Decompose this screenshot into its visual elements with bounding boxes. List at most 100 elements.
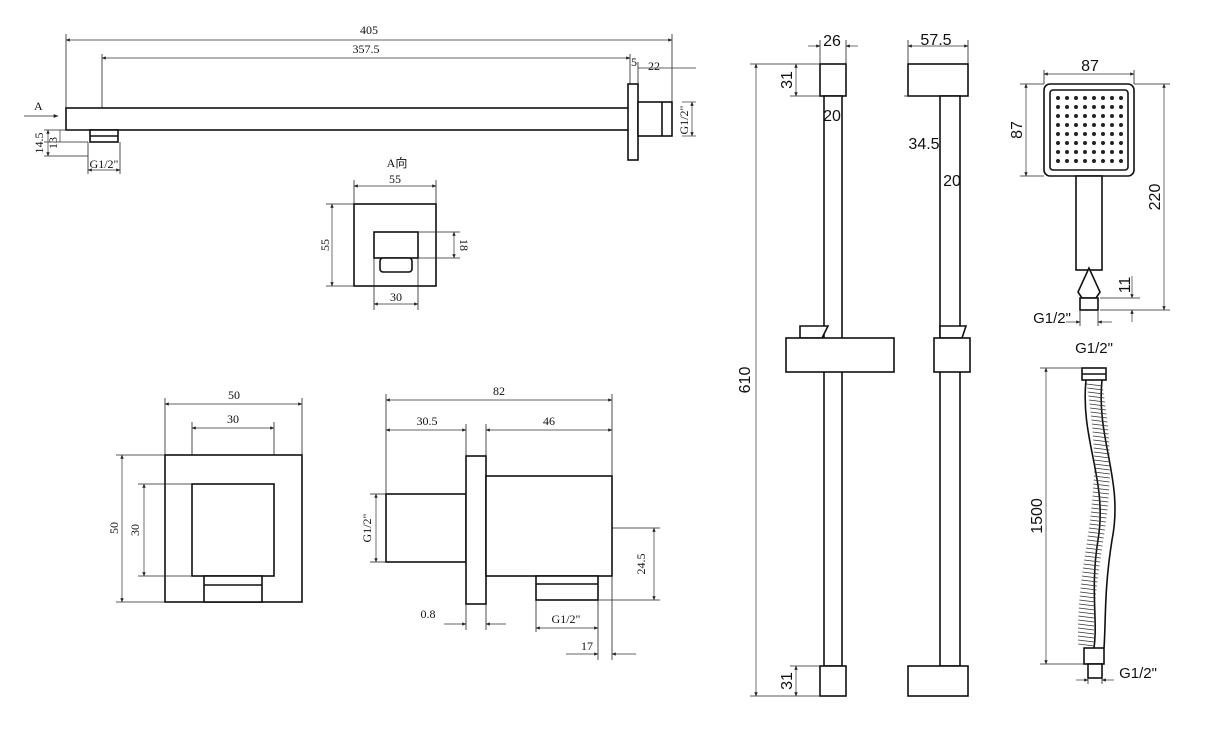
spray-nozzle: [1074, 96, 1078, 100]
front-inner-height-label: 30: [128, 524, 142, 536]
spray-nozzle: [1056, 132, 1060, 136]
spray-nozzle: [1092, 114, 1096, 118]
hose-coil: [1091, 503, 1108, 507]
hand-shower-length-label: 220: [1147, 184, 1164, 211]
hose-coil: [1085, 551, 1102, 555]
spray-nozzles: [1056, 96, 1123, 163]
hose-coil: [1092, 499, 1109, 503]
rail-top-cap: [819, 63, 847, 97]
hose-coil: [1090, 411, 1107, 415]
spray-nozzle: [1101, 105, 1105, 109]
hose-coil: [1078, 639, 1095, 643]
hose-coil: [1079, 599, 1096, 603]
hose-coil: [1084, 555, 1101, 559]
spray-nozzle: [1101, 150, 1105, 154]
hose-coil: [1086, 383, 1103, 387]
spray-nozzle: [1056, 141, 1060, 145]
side-outlet-height-label: 24.5: [634, 554, 648, 575]
hose-coil: [1088, 531, 1105, 535]
hose-coil: [1080, 591, 1097, 595]
hose-thread-top-label: G1/2": [1075, 340, 1113, 357]
spray-nozzle: [1074, 114, 1078, 118]
hose-coil: [1093, 455, 1110, 459]
spray-nozzle: [1065, 141, 1069, 145]
hand-shower-thread-label: G1/2": [1033, 310, 1071, 327]
hose-coil: [1081, 579, 1098, 583]
hose-coil: [1092, 495, 1109, 499]
spray-nozzle: [1119, 105, 1123, 109]
arm-wall-flange: [627, 83, 639, 161]
side-wall-plate: [465, 455, 487, 605]
hose-bottom-fitting: [1083, 647, 1105, 665]
rail-front-drawing: 26 20 610 31 31: [737, 33, 895, 697]
hose-coil: [1083, 563, 1100, 567]
side-thread-left-label: G1/2": [360, 513, 374, 542]
hose-coil: [1087, 387, 1104, 391]
hose-coil: [1087, 539, 1104, 543]
hand-shower-tip-label: 11: [1117, 277, 1134, 294]
hose-coil: [1090, 415, 1108, 419]
arm-thread-bottom-label: G1/2": [90, 157, 119, 171]
side-outlet-offset-label: 17: [581, 639, 593, 653]
hose-coil: [1091, 507, 1108, 511]
wall-outlet-front-drawing: 50 30 50 30: [107, 388, 303, 603]
spray-nozzle: [1074, 150, 1078, 154]
hose-coil: [1077, 631, 1095, 635]
spray-nozzle: [1092, 132, 1096, 136]
hose-coil: [1078, 615, 1095, 619]
front-inner-width-label: 30: [227, 412, 239, 426]
rail-width-label: 26: [823, 33, 841, 50]
hose-length-label: 1500: [1029, 498, 1046, 534]
hose-coil: [1082, 567, 1100, 571]
hose-coil: [1088, 399, 1105, 403]
hose-coil: [1091, 419, 1108, 423]
side-plate-label: 0.8: [421, 607, 436, 621]
spray-nozzle: [1110, 123, 1114, 127]
arm-flange-depth-label: 22: [648, 59, 660, 73]
spray-nozzle: [1101, 123, 1105, 127]
rail-length-label: 610: [737, 367, 754, 394]
spray-nozzle: [1083, 123, 1087, 127]
rail-rod-label: 20: [823, 108, 841, 125]
side-left-label: 30.5: [417, 414, 438, 428]
spray-nozzle: [1119, 141, 1123, 145]
hose-coil: [1093, 443, 1110, 447]
hose-coil: [1078, 623, 1095, 627]
side-total-label: 82: [493, 384, 505, 398]
spray-nozzle: [1056, 150, 1060, 154]
spray-nozzle: [1083, 105, 1087, 109]
hand-shower-tip: [1077, 266, 1101, 299]
spray-nozzle: [1056, 159, 1060, 163]
spray-nozzle: [1065, 150, 1069, 154]
spray-nozzle: [1056, 114, 1060, 118]
spray-nozzle: [1110, 150, 1114, 154]
hose-coil: [1078, 619, 1095, 623]
spray-nozzle: [1119, 114, 1123, 118]
hose-coil: [1084, 559, 1101, 563]
hose-outline: [1084, 379, 1116, 649]
spray-nozzle: [1056, 96, 1060, 100]
spray-nozzle: [1083, 114, 1087, 118]
rail-side-top-bracket: [907, 63, 969, 97]
hose-drawing: G1/2" 1500 G1/2": [1029, 340, 1157, 684]
arm-height-outer-label: 14.5: [32, 133, 46, 154]
spray-nozzle: [1074, 123, 1078, 127]
spray-nozzle: [1056, 105, 1060, 109]
spray-nozzle: [1074, 159, 1078, 163]
spray-nozzle: [1074, 132, 1078, 136]
spray-nozzle: [1083, 159, 1087, 163]
rail-side-depth-label: 34.5: [908, 136, 939, 153]
hose-coil: [1093, 471, 1110, 475]
hose-coil: [1086, 543, 1103, 547]
hose-coil: [1093, 439, 1110, 443]
spray-nozzle: [1056, 123, 1060, 127]
rail-side-slider: [933, 337, 971, 373]
spray-nozzle: [1092, 141, 1096, 145]
spray-nozzle: [1083, 96, 1087, 100]
spray-nozzle: [1110, 159, 1114, 163]
hose-coil: [1093, 459, 1111, 463]
head-width-label: 87: [1081, 58, 1099, 75]
hose-coil: [1087, 535, 1104, 539]
hose-coil: [1078, 607, 1095, 611]
